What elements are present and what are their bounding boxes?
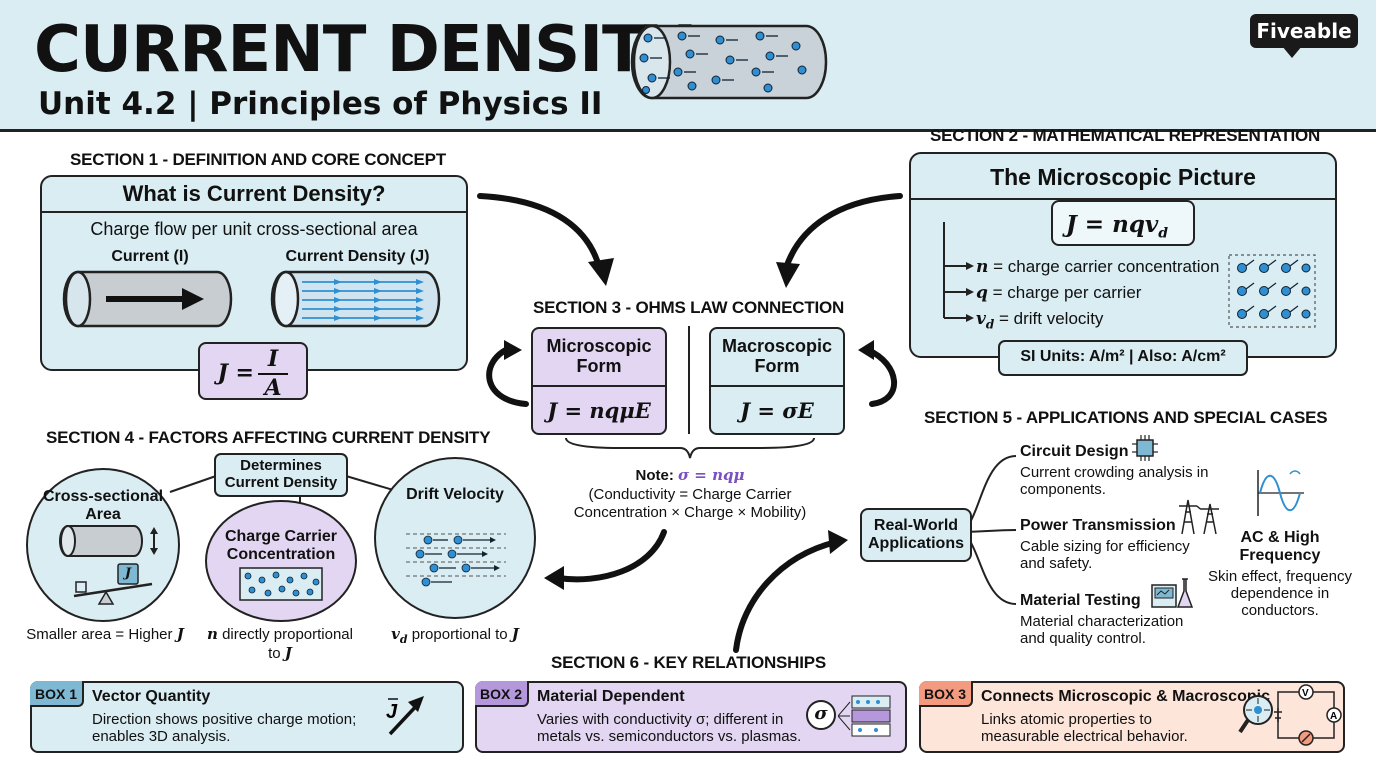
- drift-formula-box: [1051, 200, 1195, 246]
- microscopic-card-title: The Microscopic Picture: [990, 164, 1256, 190]
- current-density-cylinder-icon: [270, 270, 441, 328]
- factor-drift-title: Drift Velocity: [406, 486, 504, 503]
- factor-concentration-title: Charge Carrier Concentration: [224, 528, 338, 563]
- area-seesaw-icon: [59, 525, 158, 605]
- note-text: (Conductivity = Charge Carrier Concentra…: [573, 486, 807, 521]
- box3-title: Connects Microscopic & Macroscopic: [981, 688, 1270, 705]
- app-material-desc: Material characterization and quality co…: [1020, 613, 1184, 647]
- brand-logo-tail: [1282, 46, 1302, 58]
- current-density-label: Current Density (J): [285, 248, 430, 265]
- microscopic-form-header: [531, 327, 667, 387]
- svg-text:J: J: [386, 701, 398, 723]
- note-brace: [565, 437, 815, 459]
- macroscopic-form-formula: J = σE: [740, 398, 814, 423]
- factor-area-caption: Smaller area = Higher J: [26, 625, 184, 643]
- page-title: CURRENT DENSITY: [34, 13, 691, 87]
- def-n: n = charge carrier concentration: [976, 257, 1220, 277]
- factor-concentration-circle: [205, 500, 357, 622]
- lab-equipment-icon: [1151, 578, 1194, 608]
- macroscopic-form-header: [709, 327, 845, 387]
- svg-text:A: A: [1330, 711, 1337, 722]
- circuit-magnifier-icon: V A: [1238, 684, 1342, 746]
- microscopic-form-card: [531, 327, 667, 435]
- macroscopic-form-card: [709, 327, 845, 435]
- app-material-title: Material Testing: [1020, 592, 1141, 609]
- sigma-circle-icon: [806, 700, 836, 730]
- si-units-text: SI Units: A/m² | Also: A/cm²: [1020, 348, 1226, 365]
- carrier-concentration-icon: [239, 567, 323, 601]
- brand-logo: Fiveable: [1250, 14, 1358, 48]
- current-cylinder-icon: [62, 270, 233, 328]
- determines-box: [214, 453, 348, 497]
- box1-tag: BOX 1: [30, 681, 84, 707]
- ac-desc: Skin effect, frequency dependence in con…: [1208, 568, 1352, 619]
- app-power-title: Power Transmission: [1020, 517, 1176, 534]
- box1-title: Vector Quantity: [92, 688, 211, 705]
- box1-card: [30, 681, 464, 753]
- app-circuit-title: Circuit Design: [1020, 443, 1129, 460]
- ac-title: AC & High Frequency: [1239, 529, 1321, 564]
- power-tower-icon: [1179, 499, 1219, 535]
- definition-text: Charge flow per unit cross-sectional are…: [90, 219, 418, 239]
- definition-card-title: What is Current Density?: [122, 181, 386, 206]
- box1-desc: Direction shows positive charge motion; …: [92, 711, 357, 745]
- section5-heading: SECTION 5 - APPLICATIONS AND SPECIAL CAS…: [924, 408, 1328, 427]
- factor-drift-caption: vd proportional to J: [391, 625, 519, 646]
- vector-arrow-icon: J: [386, 696, 424, 736]
- sigma-symbol: σ: [814, 703, 828, 724]
- box2-tag: BOX 2: [475, 681, 529, 707]
- conductor-cylinder-icon: [630, 24, 828, 100]
- determines-label: Determines Current Density: [224, 457, 338, 491]
- box3-desc: Links atomic properties to measurable el…: [981, 711, 1188, 745]
- formula-j-equals: J =: [217, 360, 254, 386]
- definition-card-header: [40, 175, 468, 213]
- svg-text:V: V: [1302, 688, 1309, 699]
- box3-tag: BOX 3: [919, 681, 973, 707]
- formula-numerator: I: [267, 346, 279, 372]
- app-power-desc: Cable sizing for efficiency and safety.: [1020, 538, 1190, 572]
- section3-heading: SECTION 3 - OHMS LAW CONNECTION: [533, 298, 845, 317]
- drift-formula: J = nqvd: [1065, 211, 1169, 242]
- section2-heading: SECTION 2 - MATHEMATICAL REPRESENTATION: [930, 126, 1321, 145]
- si-units-badge: [998, 340, 1248, 376]
- current-label: Current (I): [111, 248, 189, 265]
- factor-concentration-caption: n directly proportional to J: [207, 625, 353, 662]
- fraction-bar: [258, 373, 288, 375]
- applications-hub-label: Real-World Applications: [867, 517, 964, 552]
- formula-denominator: A: [264, 375, 282, 401]
- app-circuit-desc: Current crowding analysis in components.: [1020, 464, 1209, 498]
- box2-desc: Varies with conductivity σ; different in…: [537, 711, 802, 745]
- section6-heading: SECTION 6 - KEY RELATIONSHIPS: [551, 653, 827, 672]
- charge-lattice-icon: [1228, 254, 1316, 328]
- drift-velocity-icon: [406, 533, 506, 587]
- def-q: q = charge per carrier: [976, 283, 1142, 303]
- microscopic-form-formula: J = nqμE: [547, 398, 651, 423]
- page-subtitle: Unit 4.2 | Principles of Physics II: [38, 86, 603, 122]
- factor-area-title: Cross-sectional Area: [42, 488, 164, 523]
- macroscopic-form-label: Macroscopic Form: [721, 336, 833, 376]
- j-badge: J: [124, 566, 132, 581]
- section4-heading: SECTION 4 - FACTORS AFFECTING CURRENT DE…: [46, 428, 491, 447]
- ac-wave-icon: [1257, 470, 1304, 516]
- ohms-divider: [688, 326, 690, 434]
- note-line: Note: σ = nqμ: [635, 466, 745, 484]
- box3-card: [919, 681, 1345, 753]
- box2-title: Material Dependent: [537, 688, 685, 705]
- section1-heading: SECTION 1 - DEFINITION AND CORE CONCEPT: [70, 150, 446, 169]
- applications-hub: [860, 508, 972, 562]
- material-layers-icon: [838, 695, 891, 737]
- def-vd: vd = drift velocity: [976, 309, 1104, 332]
- chip-icon: [1132, 435, 1158, 461]
- current-density-formula-box: [198, 342, 308, 400]
- microscopic-card-header: [909, 152, 1337, 200]
- definition-bracket: [943, 222, 974, 322]
- microscopic-form-label: Microscopic Form: [546, 336, 652, 376]
